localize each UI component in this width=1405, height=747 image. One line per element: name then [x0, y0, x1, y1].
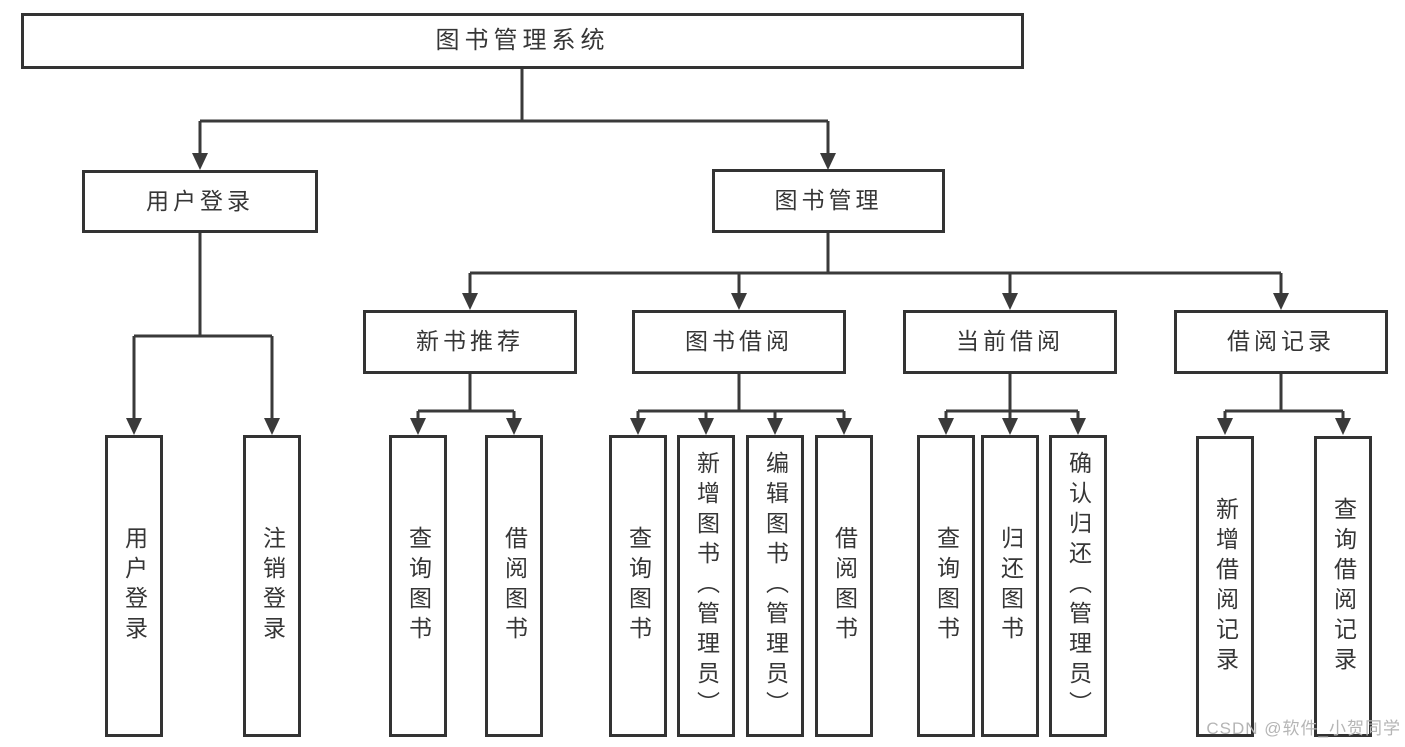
arrow-down-icon: [630, 418, 646, 435]
leaf-query-books-recommend-label: 查询图书: [405, 526, 432, 646]
node-user-login: 用户登录: [82, 170, 318, 233]
leaf-add-book-admin: 新增图书（管理员）: [677, 435, 735, 737]
csdn-watermark: CSDN @软件_小贺同学: [1206, 719, 1401, 738]
node-book-management-label: 图书管理: [774, 187, 883, 214]
leaf-user-login-label: 用户登录: [121, 526, 148, 646]
leaf-user-login: 用户登录: [105, 435, 163, 737]
leaf-confirm-return-admin-label: 确认归还（管理员）: [1065, 451, 1092, 721]
arrow-down-icon: [1273, 293, 1289, 310]
node-library-management-system-label: 图书管理系统: [435, 26, 610, 54]
arrow-down-icon: [506, 418, 522, 435]
leaf-add-book-admin-label: 新增图书（管理员）: [693, 451, 720, 721]
arrow-down-icon: [192, 153, 208, 170]
node-borrow-records: 借阅记录: [1174, 310, 1388, 374]
arrow-down-icon: [264, 418, 280, 435]
arrow-down-icon: [698, 418, 714, 435]
node-library-management-system: 图书管理系统: [21, 13, 1024, 69]
leaf-return-books-label: 归还图书: [997, 526, 1024, 646]
connector-book-mgmt-split: [468, 233, 1283, 294]
node-book-borrow: 图书借阅: [632, 310, 846, 374]
connector-user-login-split: [132, 233, 274, 419]
leaf-confirm-return-admin: 确认归还（管理员）: [1049, 435, 1107, 737]
node-new-book-recommend-label: 新书推荐: [416, 328, 524, 355]
connector-book-borrow-split: [636, 374, 846, 419]
arrow-down-icon: [731, 293, 747, 310]
leaf-borrow-books: 借阅图书: [815, 435, 873, 737]
leaf-logout: 注销登录: [243, 435, 301, 737]
arrow-down-icon: [938, 418, 954, 435]
leaf-borrow-books-recommend: 借阅图书: [485, 435, 543, 737]
arrow-down-icon: [1070, 418, 1086, 435]
leaf-query-borrow-record-label: 查询借阅记录: [1330, 496, 1357, 677]
leaf-add-borrow-record-label: 新增借阅记录: [1212, 496, 1239, 677]
node-new-book-recommend: 新书推荐: [363, 310, 577, 374]
leaf-query-books-current: 查询图书: [917, 435, 975, 737]
leaf-query-books-recommend: 查询图书: [389, 435, 447, 737]
connector-borrow-records-split: [1223, 374, 1345, 419]
leaf-query-books-current-label: 查询图书: [933, 526, 960, 646]
leaf-return-books: 归还图书: [981, 435, 1039, 737]
connector-root-split: [198, 69, 830, 154]
arrow-down-icon: [836, 418, 852, 435]
arrow-down-icon: [1335, 418, 1351, 435]
leaf-borrow-books-recommend-label: 借阅图书: [501, 526, 528, 646]
node-current-borrow: 当前借阅: [903, 310, 1117, 374]
arrow-down-icon: [126, 418, 142, 435]
connector-new-book-split: [416, 374, 516, 419]
leaf-query-books-borrow-label: 查询图书: [625, 526, 652, 646]
arrow-down-icon: [1002, 418, 1018, 435]
node-user-login-label: 用户登录: [146, 187, 254, 214]
node-book-management: 图书管理: [712, 169, 945, 233]
arrow-down-icon: [462, 293, 478, 310]
arrow-down-icon: [1002, 293, 1018, 310]
leaf-edit-book-admin-label: 编辑图书（管理员）: [762, 451, 789, 721]
connector-current-borrow-split: [944, 374, 1080, 419]
leaf-add-borrow-record: 新增借阅记录: [1196, 436, 1254, 737]
leaf-edit-book-admin: 编辑图书（管理员）: [746, 435, 804, 737]
node-borrow-records-label: 借阅记录: [1227, 328, 1335, 355]
node-current-borrow-label: 当前借阅: [956, 328, 1064, 355]
leaf-query-books-borrow: 查询图书: [609, 435, 667, 737]
leaf-borrow-books-label: 借阅图书: [831, 526, 858, 646]
node-book-borrow-label: 图书借阅: [685, 328, 793, 355]
arrow-down-icon: [1217, 418, 1233, 435]
leaf-query-borrow-record: 查询借阅记录: [1314, 436, 1372, 737]
leaf-logout-label: 注销登录: [259, 526, 286, 646]
arrow-down-icon: [767, 418, 783, 435]
arrow-down-icon: [820, 153, 836, 170]
arrow-down-icon: [410, 418, 426, 435]
